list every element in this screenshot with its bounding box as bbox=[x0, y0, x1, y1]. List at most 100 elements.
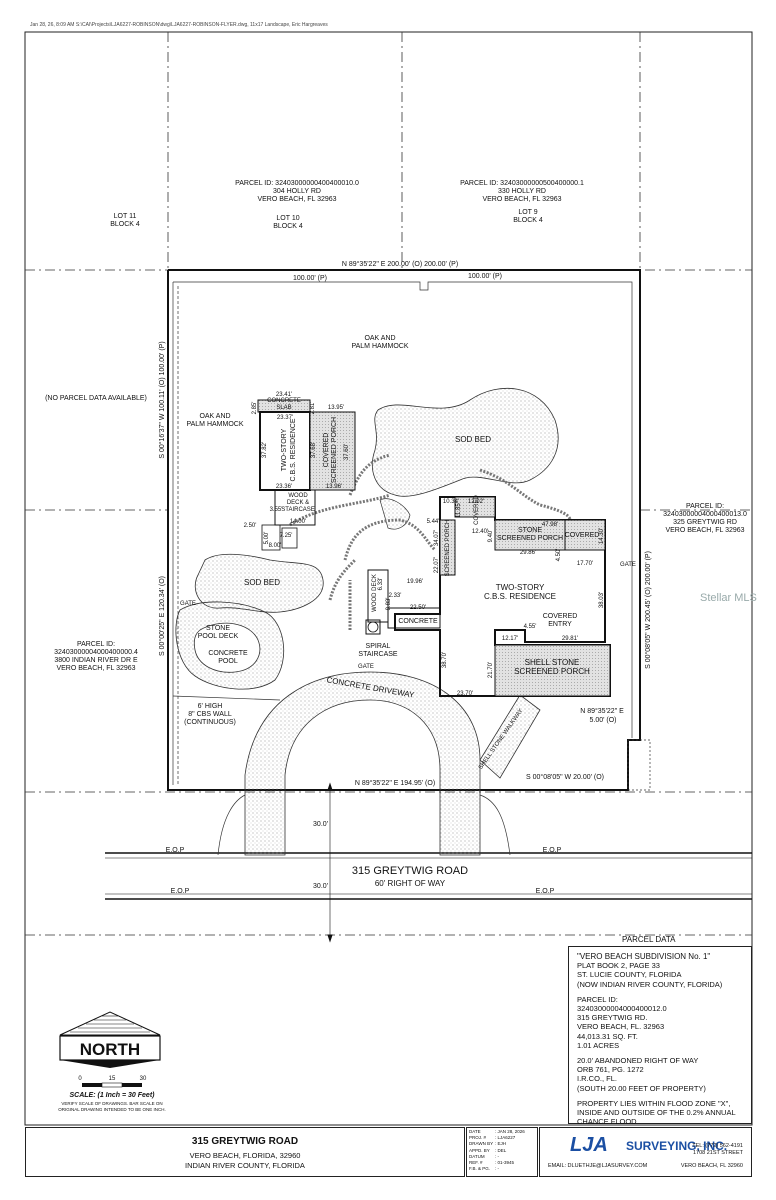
dimension: 11.85' bbox=[456, 502, 462, 518]
info-value: : 01-3945 bbox=[495, 1160, 515, 1166]
parcel-data-box: "VERO BEACH SUBDIVISION No. 1" PLAT BOOK… bbox=[568, 946, 752, 1126]
dimension: 2.50' bbox=[244, 523, 257, 529]
pd-line: "VERO BEACH SUBDIVISION No. 1" bbox=[577, 952, 711, 961]
shell-stone-walkway bbox=[479, 694, 541, 779]
deck-label: DECK & bbox=[287, 500, 309, 506]
dimension: 5.00' bbox=[264, 532, 270, 545]
residence-label: TWO-STORY bbox=[281, 428, 288, 471]
east-bearing: S 00°08'05" W 200.45' (O) 200.00' (P) bbox=[644, 551, 652, 669]
north-word: NORTH bbox=[80, 1040, 140, 1059]
scale-note: VERIFY SCALE OF DRAWINGS. BAR SCALE ON bbox=[61, 1101, 162, 1106]
parcel-data-title: PARCEL DATA bbox=[622, 935, 676, 944]
scale-text: SCALE: (1 Inch = 30 Feet) bbox=[70, 1092, 156, 1099]
porch-label: STONE bbox=[518, 527, 542, 534]
main-residence bbox=[365, 496, 611, 697]
company-phone: TEL: (772) 562-4191 bbox=[692, 1143, 743, 1149]
dimension: 22.07' bbox=[434, 557, 440, 573]
project-county: INDIAN RIVER COUNTY, FLORIDA bbox=[185, 1161, 305, 1170]
gate-label: GATE bbox=[180, 601, 196, 607]
dimension: 22.50' bbox=[410, 605, 426, 611]
porch-label: COVERED bbox=[565, 532, 600, 539]
porch-label: SCREENED PORCH bbox=[331, 417, 338, 483]
south-bearing: N 89°35'22" E 194.95' (O) bbox=[355, 779, 435, 787]
dimension: 37.82' bbox=[262, 442, 268, 458]
gate-label: GATE bbox=[620, 562, 636, 568]
north-dim-left: 100.00' (P) bbox=[293, 275, 327, 282]
lot-11: LOT 11 bbox=[114, 213, 137, 220]
parcel-east-label: PARCEL ID: bbox=[686, 503, 724, 510]
dimension: 8.83' bbox=[386, 598, 392, 611]
entry-label: ENTRY bbox=[548, 621, 572, 628]
concrete-pool bbox=[193, 622, 261, 673]
dimension: 4.55' bbox=[524, 624, 537, 630]
right-of-way-label: 60' RIGHT OF WAY bbox=[375, 879, 446, 888]
residence-label: C.B.S. RESIDENCE bbox=[290, 418, 297, 481]
parcel-west-id: 32403000004000400000.4 bbox=[54, 649, 138, 656]
company-name: SURVEYING, INC. bbox=[626, 1139, 728, 1153]
pd-line: 315 GREYTWIG RD. bbox=[577, 1013, 648, 1023]
staircase-label: STAIRCASE bbox=[358, 651, 397, 658]
parcel-east-city: VERO BEACH, FL 32963 bbox=[665, 527, 744, 534]
info-key: DATE bbox=[469, 1129, 481, 1134]
company-city: VERO BEACH, FL 32960 bbox=[680, 1163, 743, 1169]
edge-of-pavement: E.O.P bbox=[171, 888, 190, 895]
block-label: BLOCK 4 bbox=[110, 221, 140, 228]
pool-label: POOL bbox=[218, 658, 238, 665]
edge-of-pavement: E.O.P bbox=[536, 888, 555, 895]
project-address: 315 GREYTWIG ROAD bbox=[191, 1136, 299, 1147]
file-path-header: Jan 28, 26, 8:09 AM S:\CAI\Projects\LJA6… bbox=[30, 22, 328, 28]
hammock-label: PALM HAMMOCK bbox=[186, 421, 243, 428]
pool-deck-label: POOL DECK bbox=[198, 633, 239, 640]
pd-line: 44,013.31 SQ. FT. bbox=[577, 1031, 638, 1041]
parcel-nw-addr: 304 HOLLY RD bbox=[273, 188, 321, 195]
pd-line: I.R.CO., FL. bbox=[577, 1074, 618, 1084]
se-bearing: N 89°35'22" E bbox=[580, 707, 624, 715]
pd-line: 1.01 ACRES bbox=[577, 1040, 620, 1050]
deck-label: STAIRCASE bbox=[281, 507, 315, 513]
dimension: 2.81' bbox=[310, 402, 316, 415]
dimension: 13.95' bbox=[328, 405, 344, 411]
dimension: 13.96' bbox=[326, 484, 342, 490]
scale-fifteen: 15 bbox=[109, 1076, 116, 1082]
deck-label: WOOD DECK bbox=[372, 574, 378, 612]
pd-line: 32403000004000400012.0 bbox=[577, 1004, 667, 1014]
dimension: 47.98' bbox=[542, 522, 558, 528]
garden-paths bbox=[289, 453, 572, 630]
pd-line: PROPERTY LIES WITHIN FLOOD ZONE "X", bbox=[577, 1098, 731, 1108]
deck-label: WOOD bbox=[288, 493, 308, 499]
company-email: EMAIL: DLUETHJE@LJASURVEY.COM bbox=[548, 1163, 648, 1169]
parcel-west-city: VERO BEACH, FL 32963 bbox=[56, 665, 135, 672]
hammock-label: OAK AND bbox=[364, 335, 395, 342]
info-key: DRAWN BY bbox=[469, 1141, 494, 1147]
porch-label: COVERED bbox=[323, 433, 330, 468]
north-bearing: N 89°35'22" E 200.00' (O) 200.00' (P) bbox=[342, 260, 458, 268]
right-of-way-half: 30.0' bbox=[313, 821, 328, 828]
parcel-west-label: PARCEL ID: bbox=[77, 641, 115, 648]
west-bearing-bottom: S 00°00'25" E 120.34' (O) bbox=[158, 576, 166, 656]
pd-line: (SOUTH 20.00 FEET OF PROPERTY) bbox=[577, 1083, 706, 1093]
north-arrow: NORTH 0 15 30 SCALE: (1 Inch = 30 Feet) … bbox=[58, 1011, 166, 1112]
dimension: 2.85' bbox=[252, 402, 258, 415]
pd-line: PLAT BOOK 2, PAGE 33 bbox=[577, 961, 660, 971]
pool-label: CONCRETE bbox=[208, 650, 248, 657]
gate-label: GATE bbox=[358, 664, 374, 670]
parcel-ne-addr: 330 HOLLY RD bbox=[498, 188, 546, 195]
pd-line: ORB 761, PG. 1272 bbox=[577, 1065, 644, 1075]
dimension: 7.25' bbox=[280, 533, 293, 539]
dimension: 5.44' bbox=[427, 519, 440, 525]
dimension: 10.34' bbox=[443, 499, 459, 505]
residence-label: C.B.S. RESIDENCE bbox=[484, 592, 556, 601]
edge-of-pavement: E.O.P bbox=[543, 847, 562, 854]
pd-line: 20.0' ABANDONED RIGHT OF WAY bbox=[577, 1056, 699, 1066]
pd-line: INSIDE AND OUTSIDE OF THE 0.2% ANNUAL bbox=[577, 1108, 736, 1118]
pd-line: ST. LUCIE COUNTY, FLORIDA bbox=[577, 970, 682, 980]
scale-zero: 0 bbox=[78, 1076, 82, 1082]
lot-9: LOT 9 bbox=[518, 209, 537, 216]
dimension: 14.30' bbox=[599, 528, 605, 544]
info-value: : EJH bbox=[495, 1141, 507, 1147]
parcel-ne-id: PARCEL ID: 32403000000500400000.1 bbox=[460, 180, 584, 187]
sod-bed-label: SOD BED bbox=[244, 578, 280, 587]
staircase-label: SPIRAL bbox=[366, 643, 391, 650]
dimension: 23.37' bbox=[277, 415, 293, 421]
scale-thirty: 30 bbox=[140, 1076, 147, 1082]
